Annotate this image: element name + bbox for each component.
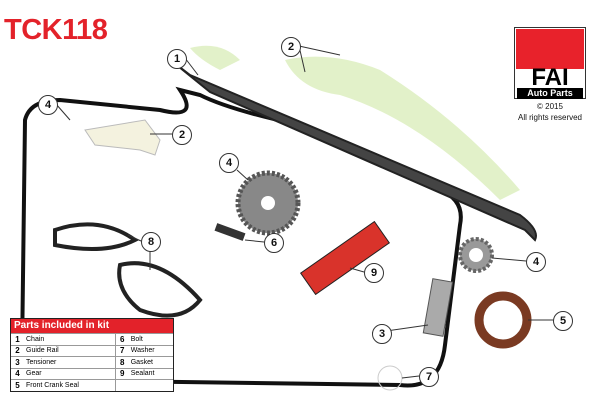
part-number: 7 bbox=[114, 344, 129, 357]
callout-4-gear: 4 bbox=[219, 153, 239, 173]
part-number: 4 bbox=[11, 367, 24, 380]
rights-notice: All rights reserved bbox=[517, 113, 583, 122]
copyright: © 2015 bbox=[537, 102, 563, 111]
part-number: 6 bbox=[114, 333, 129, 345]
globe-icon bbox=[516, 29, 584, 69]
camshaft-gear bbox=[235, 170, 301, 236]
callout-4-gasket-ref: 4 bbox=[38, 95, 58, 115]
product-code: TCK118 bbox=[4, 14, 108, 46]
part-number: 2 bbox=[11, 344, 24, 357]
part-number: 5 bbox=[11, 379, 24, 391]
crank-gear bbox=[458, 237, 494, 273]
tensioner bbox=[422, 278, 454, 337]
injector-gasket-upper bbox=[53, 222, 139, 251]
part-name: Bolt bbox=[128, 333, 173, 345]
part-number: 1 bbox=[11, 333, 24, 345]
callout-7-washer: 7 bbox=[419, 367, 439, 387]
brand-logo: FAI Auto Parts bbox=[514, 27, 586, 99]
callout-5-crank-seal: 5 bbox=[553, 311, 573, 331]
guide-rail-top bbox=[190, 45, 240, 70]
brand-subtitle: Auto Parts bbox=[517, 88, 583, 99]
bolt bbox=[214, 223, 246, 241]
part-name: Sealant bbox=[128, 367, 173, 380]
callout-8-gasket: 8 bbox=[141, 232, 161, 252]
timing-chain bbox=[167, 57, 537, 242]
part-name: Guide Rail bbox=[24, 344, 116, 357]
callout-6-bolt: 6 bbox=[264, 233, 284, 253]
guide-rail-long bbox=[285, 56, 520, 200]
part-name: Front Crank Seal bbox=[24, 379, 116, 391]
front-crank-seal bbox=[474, 291, 532, 349]
part-number: 9 bbox=[114, 367, 129, 380]
sealant-tube bbox=[299, 220, 391, 296]
brand-name: FAI bbox=[531, 64, 569, 91]
callout-2-guide-rail: 2 bbox=[172, 125, 192, 145]
part-name: Washer bbox=[128, 344, 173, 357]
part-name: Tensioner bbox=[24, 356, 116, 368]
injector-gasket-lower bbox=[117, 261, 203, 318]
part-name: Gasket bbox=[128, 356, 173, 368]
part-number: 3 bbox=[11, 356, 24, 368]
part-name: Gear bbox=[24, 367, 116, 380]
parts-table-title: Parts included in kit bbox=[11, 319, 173, 333]
callout-4-gear: 4 bbox=[526, 252, 546, 272]
callout-9-sealant: 9 bbox=[364, 263, 384, 283]
part-name: Chain bbox=[24, 333, 116, 345]
callout-2-guide-rail: 2 bbox=[281, 37, 301, 57]
callout-3-tensioner: 3 bbox=[372, 324, 392, 344]
part-number: 8 bbox=[114, 356, 129, 368]
callout-1-chain: 1 bbox=[167, 49, 187, 69]
guide-rail-short bbox=[84, 119, 161, 156]
